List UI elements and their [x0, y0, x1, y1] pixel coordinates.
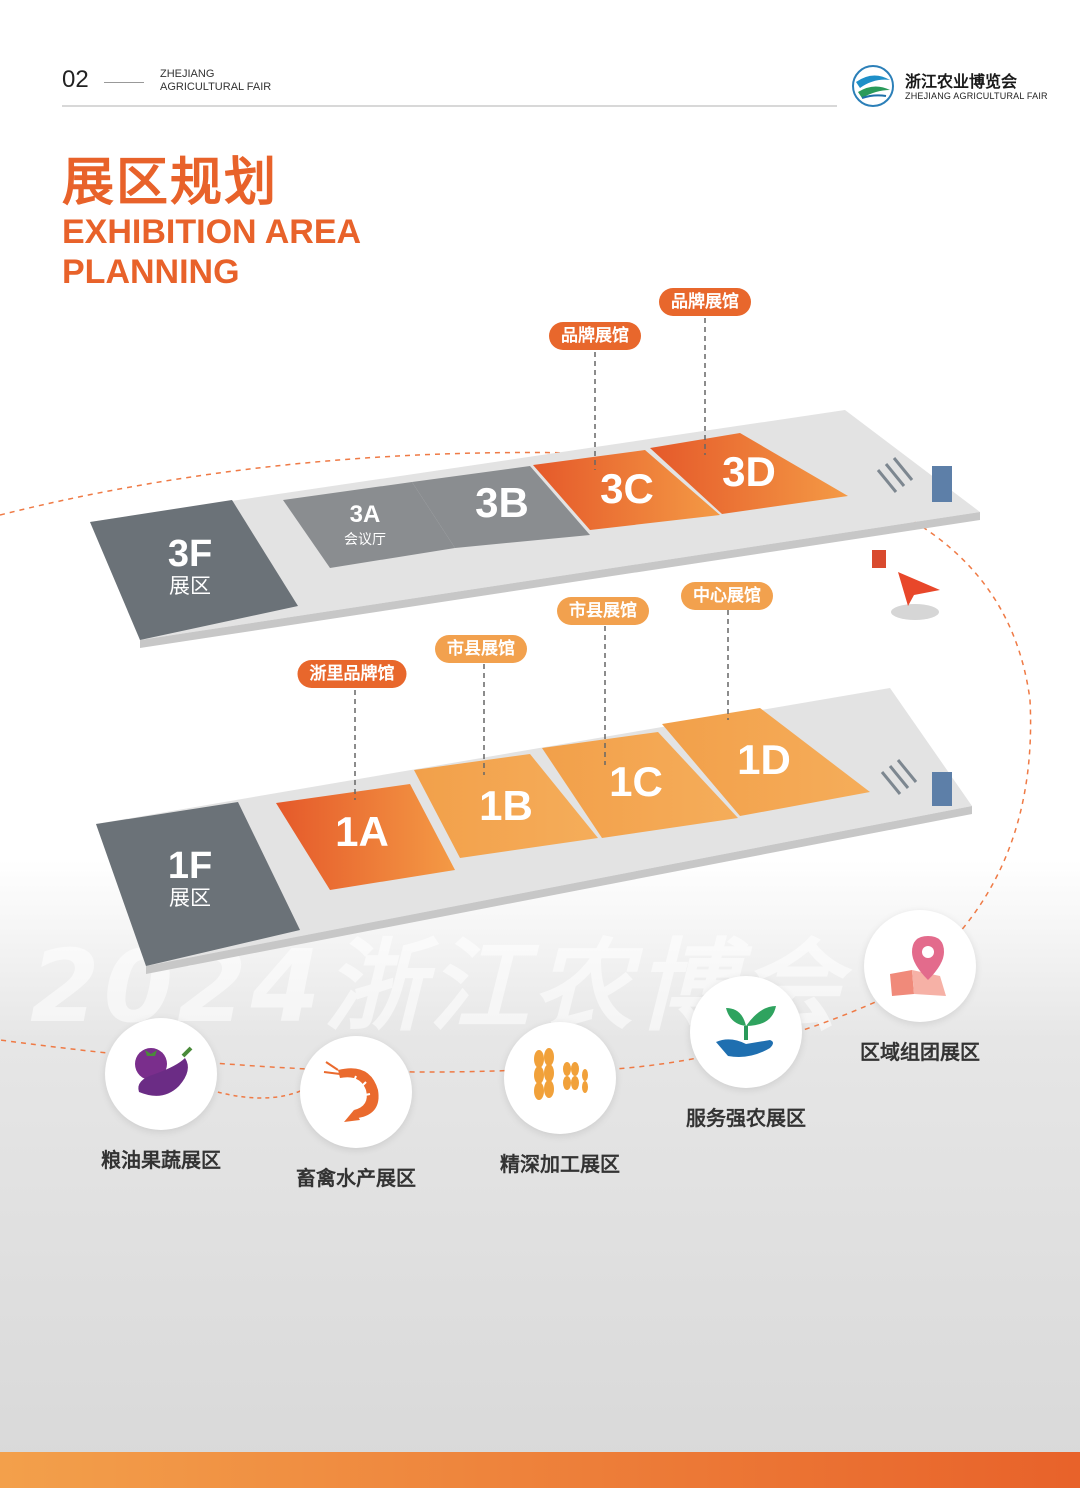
floor3-sublabel: 展区: [169, 574, 211, 598]
header-brand-line2: AGRICULTURAL FAIR: [160, 81, 272, 93]
zone-deep-processing-label: 精深加工展区: [500, 1152, 620, 1176]
floor1-sublabel: 展区: [169, 886, 211, 910]
elevator-icon: [932, 466, 952, 502]
hall-3A-id: 3A: [349, 501, 381, 528]
header-rule: [62, 105, 837, 107]
hall-1A-shape: [276, 784, 455, 890]
sprout-hand-icon: [716, 1006, 776, 1057]
tag-3C: 品牌展馆: [549, 322, 641, 350]
logo-title-cn: 浙江农业博览会: [905, 72, 1018, 91]
zone-grain-produce: 粮油果蔬展区: [95, 1018, 227, 1173]
floor3-label: 3F 展区: [150, 534, 230, 598]
hall-3A-label: 3A 会议厅: [344, 501, 386, 549]
wheat-icon: [534, 1048, 588, 1100]
tag-1B: 市县展馆: [435, 635, 527, 663]
zone-agri-services: 服务强农展区: [678, 976, 814, 1131]
floor3-slab-edge: [140, 512, 980, 648]
hall-3D-label: 3D: [722, 448, 776, 495]
page-title-cn: 展区规划: [62, 153, 279, 213]
hall-1B-label: 1B: [479, 782, 533, 829]
floor1-block: [96, 802, 300, 966]
hall-3B-label: 3B: [475, 479, 529, 526]
tag-leader-lines: [354, 318, 729, 800]
header-divider: [104, 82, 144, 83]
footer-bar: [0, 1452, 1080, 1488]
tag-1D: 中心展馆: [681, 582, 773, 610]
page-number: 02: [62, 66, 89, 93]
floor3-name: 3F: [167, 533, 213, 575]
tag-1C: 市县展馆: [557, 597, 649, 625]
hall-1C-label: 1C: [609, 758, 663, 805]
page-title-en-line2: PLANNING: [62, 253, 240, 291]
hall-1B-shape: [414, 754, 598, 858]
hall-3B-shape: [412, 466, 590, 548]
hall-3C-label: 3C: [600, 465, 654, 512]
header-brand-en: ZHEJIANG AGRICULTURAL FAIR: [160, 68, 271, 94]
plane-icon: [872, 550, 940, 620]
tag-1A: 浙里品牌馆: [297, 660, 407, 688]
floor1-label: 1F 展区: [150, 846, 230, 910]
header-brand-line1: ZHEJIANG: [160, 68, 215, 80]
page-title-en: EXHIBITION AREA PLANNING: [62, 212, 361, 292]
hall-3A-shape: [283, 482, 455, 568]
zone-agri-services-label: 服务强农展区: [686, 1106, 806, 1130]
floor3-block: [90, 500, 298, 640]
route-dashed-line: [0, 451, 1032, 1073]
escalator-icon: [880, 759, 918, 795]
floor1-name: 1F: [167, 845, 213, 887]
hall-3D-shape: [650, 433, 848, 514]
zone-deep-processing: 精深加工展区: [494, 1022, 626, 1177]
map-pin-icon: [890, 936, 946, 996]
eggplant-tomato-icon: [135, 1046, 193, 1096]
tag-3D: 品牌展馆: [659, 288, 751, 316]
hall-1D-label: 1D: [737, 736, 791, 783]
escalator-icon: [876, 457, 914, 493]
fair-logo-icon: [852, 65, 894, 107]
shrimp-icon: [323, 1061, 379, 1122]
zone-livestock-aquatic-label: 畜禽水产展区: [296, 1166, 416, 1190]
hall-1A-label: 1A: [335, 808, 389, 855]
floor1-slab-edge: [146, 806, 972, 974]
hall-3A-sub: 会议厅: [344, 532, 386, 548]
zone-regional-groups-label: 区域组团展区: [860, 1040, 980, 1064]
logo-title-en: ZHEJIANG AGRICULTURAL FAIR: [905, 91, 1048, 101]
zone-grain-produce-label: 粮油果蔬展区: [101, 1148, 221, 1172]
hall-1D-shape: [662, 708, 870, 816]
hall-3C-shape: [533, 450, 720, 530]
elevator-icon: [932, 772, 952, 806]
zone-regional-groups: 区域组团展区: [852, 910, 988, 1065]
page-title-en-line1: EXHIBITION AREA: [62, 213, 362, 251]
zone-livestock-aquatic: 畜禽水产展区: [290, 1036, 422, 1191]
hall-1C-shape: [542, 732, 738, 838]
